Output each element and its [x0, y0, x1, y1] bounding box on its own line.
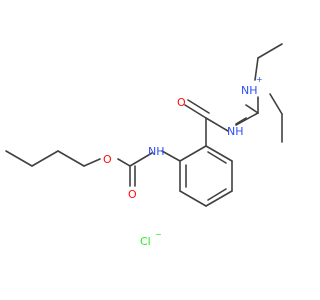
bond [83, 158, 101, 167]
molecule-structure: NH + NH O NH O O Cl − [5, 43, 283, 248]
bond [235, 112, 259, 126]
carbamate-group [117, 150, 181, 187]
bond [31, 150, 59, 167]
octyl-chain [5, 150, 101, 167]
molecule-canvas: NH + NH O NH O O Cl − [5, 43, 283, 248]
amine-nh-label: NH [241, 84, 258, 97]
bond [254, 57, 259, 81]
amide-oxygen-label: O [177, 96, 186, 109]
negative-charge-label: − [155, 230, 162, 239]
double-bond-inner [207, 151, 227, 164]
bond [257, 43, 283, 59]
bond [245, 104, 259, 114]
double-bond [184, 104, 207, 119]
bond [179, 190, 207, 207]
bond [161, 150, 181, 162]
bond [205, 145, 233, 162]
benzene-ring [179, 145, 233, 207]
amide-group [184, 99, 229, 147]
bond [179, 145, 207, 162]
bond [269, 93, 283, 115]
ester-oxygen-label: O [103, 153, 112, 166]
chloride-label: Cl [140, 235, 151, 248]
amide-nh-label: NH [227, 125, 244, 138]
carbamate-nh-label: NH [148, 145, 165, 158]
carbamate-oxygen-label: O [128, 188, 137, 201]
bond [129, 152, 153, 167]
bond [235, 117, 247, 125]
double-bond-inner [207, 188, 227, 201]
double-bond [187, 99, 210, 114]
positive-charge-label: + [256, 75, 263, 84]
ethylamine-chain [235, 43, 283, 143]
bond [205, 117, 229, 132]
bond [5, 150, 33, 167]
bond [117, 158, 131, 167]
bond [205, 190, 233, 207]
bond [57, 150, 85, 167]
